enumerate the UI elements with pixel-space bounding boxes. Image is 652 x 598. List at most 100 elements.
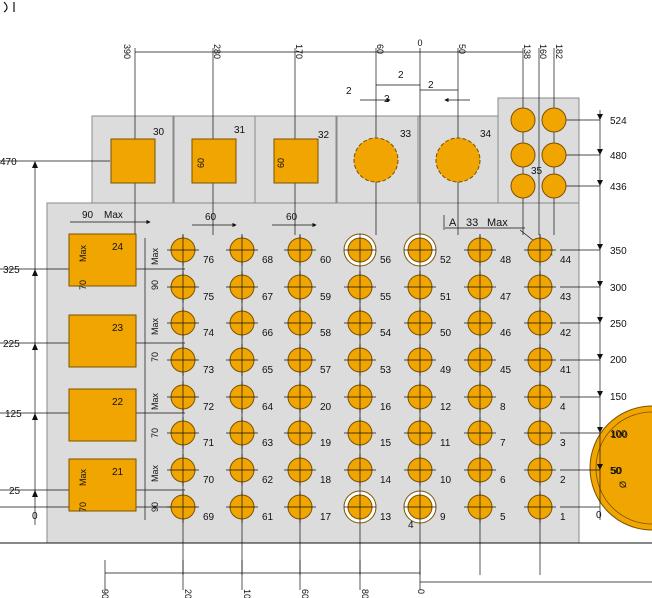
port-32-dim: 60 [276,158,286,168]
dim-arrow [597,114,603,120]
bottom-dim-label: 10 [242,589,252,598]
right-dim-label: 150 [610,392,627,403]
big-circle-dim: 50 [611,466,623,477]
port-11-label: 11 [440,438,451,449]
row-spacing-label: 70 [150,352,160,362]
port-19-label: 19 [320,438,332,449]
dim-arrow [597,317,603,323]
right-dim-label: 350 [610,246,627,257]
width-max-label: Max [104,210,123,221]
dim-arrow [597,464,603,470]
port-74-label: 74 [203,328,215,339]
right-dim-label: 100 [610,429,627,440]
right-dim-label: 250 [610,319,627,330]
offset-label: 2 [346,86,352,97]
port-23-square [68,314,137,368]
top-dim-label: 160 [538,44,548,59]
bottom-marker-label: 4 [408,520,414,531]
left-dim-label: 125 [5,409,22,420]
port-54-label: 54 [380,328,392,339]
port-30-square [110,138,156,184]
port-13-label: 13 [380,512,392,523]
port-51-label: 51 [440,292,452,303]
port-49-label: 49 [440,365,452,376]
dim-arrow [597,354,603,360]
port-3-label: 3 [560,438,566,449]
top-right-panel [497,97,580,204]
port-59-label: 59 [320,292,332,303]
port-65-label: 65 [262,365,274,376]
dim-arrow [32,343,38,350]
left-dim-label: 470 [0,157,17,168]
port-24-max: Max [78,244,88,262]
port-55-label: 55 [380,292,392,303]
port-67-label: 67 [262,292,274,303]
left-dim-label: 25 [9,486,21,497]
port-4-label: 4 [560,402,566,413]
port-73-label: 73 [203,365,215,376]
port-50-label: 50 [440,328,452,339]
section-letter: A [449,217,457,229]
port-53-label: 53 [380,365,392,376]
port-35-circle [510,142,536,168]
port-47-label: 47 [500,292,512,303]
dim-arrow [597,281,603,287]
port-43-label: 43 [560,292,572,303]
port-16-label: 16 [380,402,392,413]
right-dim-label: 480 [610,151,627,162]
port-1-label: 1 [560,512,566,523]
cropped-glyph [3,1,8,13]
row-spacing-label: 90 [150,280,160,290]
port-5-label: 5 [500,512,506,523]
top-dim-label: 60 [375,44,385,54]
port-18-label: 18 [320,475,332,486]
bottom-dim-label: 80 [360,589,370,598]
left-dim-label: 0 [32,511,38,522]
top-dim-label: 280 [212,44,222,59]
top-dim-label: 50 [457,44,467,54]
dim-arrow [32,269,38,276]
right-dim-label: 200 [610,355,627,366]
right-dim-label: 50 [610,466,622,477]
right-dim-label: 436 [610,182,627,193]
port-35-circle [541,173,567,199]
port-62-label: 62 [262,475,274,486]
port-57-label: 57 [320,365,332,376]
port-33-label: 33 [400,129,412,140]
port-72-label: 72 [203,402,215,413]
section-dim: 33 [466,217,478,229]
port-7-label: 7 [500,438,506,449]
port-35-circle [510,107,536,133]
col-spacing-label: 60 [286,212,298,223]
row-max-label: Max [150,317,160,335]
port-31-label: 31 [234,125,246,136]
port-34-label: 34 [480,129,492,140]
offset-label: 2 [398,70,404,81]
dim-arrow [597,149,603,155]
bottom-dim-label: 20 [183,589,193,598]
left-dim-label: 325 [3,265,20,276]
port-31-dim: 60 [196,158,206,168]
port-21-height: 70 [78,502,88,512]
row-max-label: Max [150,392,160,410]
port-17-label: 17 [320,512,332,523]
port-76-label: 76 [203,255,215,266]
port-35-label: 35 [531,166,543,177]
right-dim-label: 0 [596,510,602,521]
top-dim-label: 0 [417,38,422,48]
dim-arrow [597,180,603,186]
port-21-max: Max [78,468,88,486]
port-31-square [191,138,237,184]
port-21-label: 21 [112,467,124,478]
bottom-dim-label: 0 [416,589,426,594]
right-dim-label: 524 [610,116,627,127]
port-23-label: 23 [112,323,124,334]
top-dim-label: 390 [122,44,132,59]
port-60-label: 60 [320,255,332,266]
dim-arrow [597,427,603,433]
port-56-label: 56 [380,255,392,266]
port-10-label: 10 [440,475,452,486]
port-32-label: 32 [318,130,330,141]
port-41-label: 41 [560,365,572,376]
